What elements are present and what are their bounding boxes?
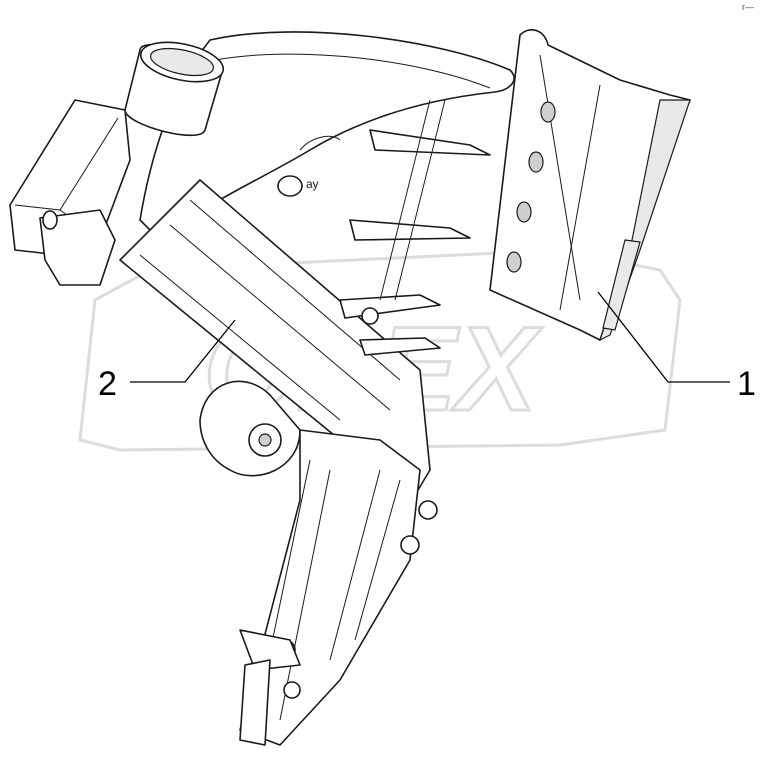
hole-marking xyxy=(277,175,303,197)
fin-bolt xyxy=(361,307,379,325)
part-2-bracket: ау xyxy=(9,31,515,746)
corner-mark: r— xyxy=(742,2,754,12)
callout-1: 1 xyxy=(597,291,756,403)
left-mount-block xyxy=(9,99,131,286)
tube-collar xyxy=(124,41,225,137)
pivot-knuckle xyxy=(199,380,301,477)
part-marking-text: ау xyxy=(306,177,319,191)
callout-2: 2 xyxy=(98,319,236,403)
part-1-perforated-plate xyxy=(489,29,691,342)
lower-bolts xyxy=(239,500,438,746)
guide-fins xyxy=(339,99,491,356)
callout-2-label: 2 xyxy=(98,365,117,403)
callout-1-label: 1 xyxy=(737,365,756,403)
